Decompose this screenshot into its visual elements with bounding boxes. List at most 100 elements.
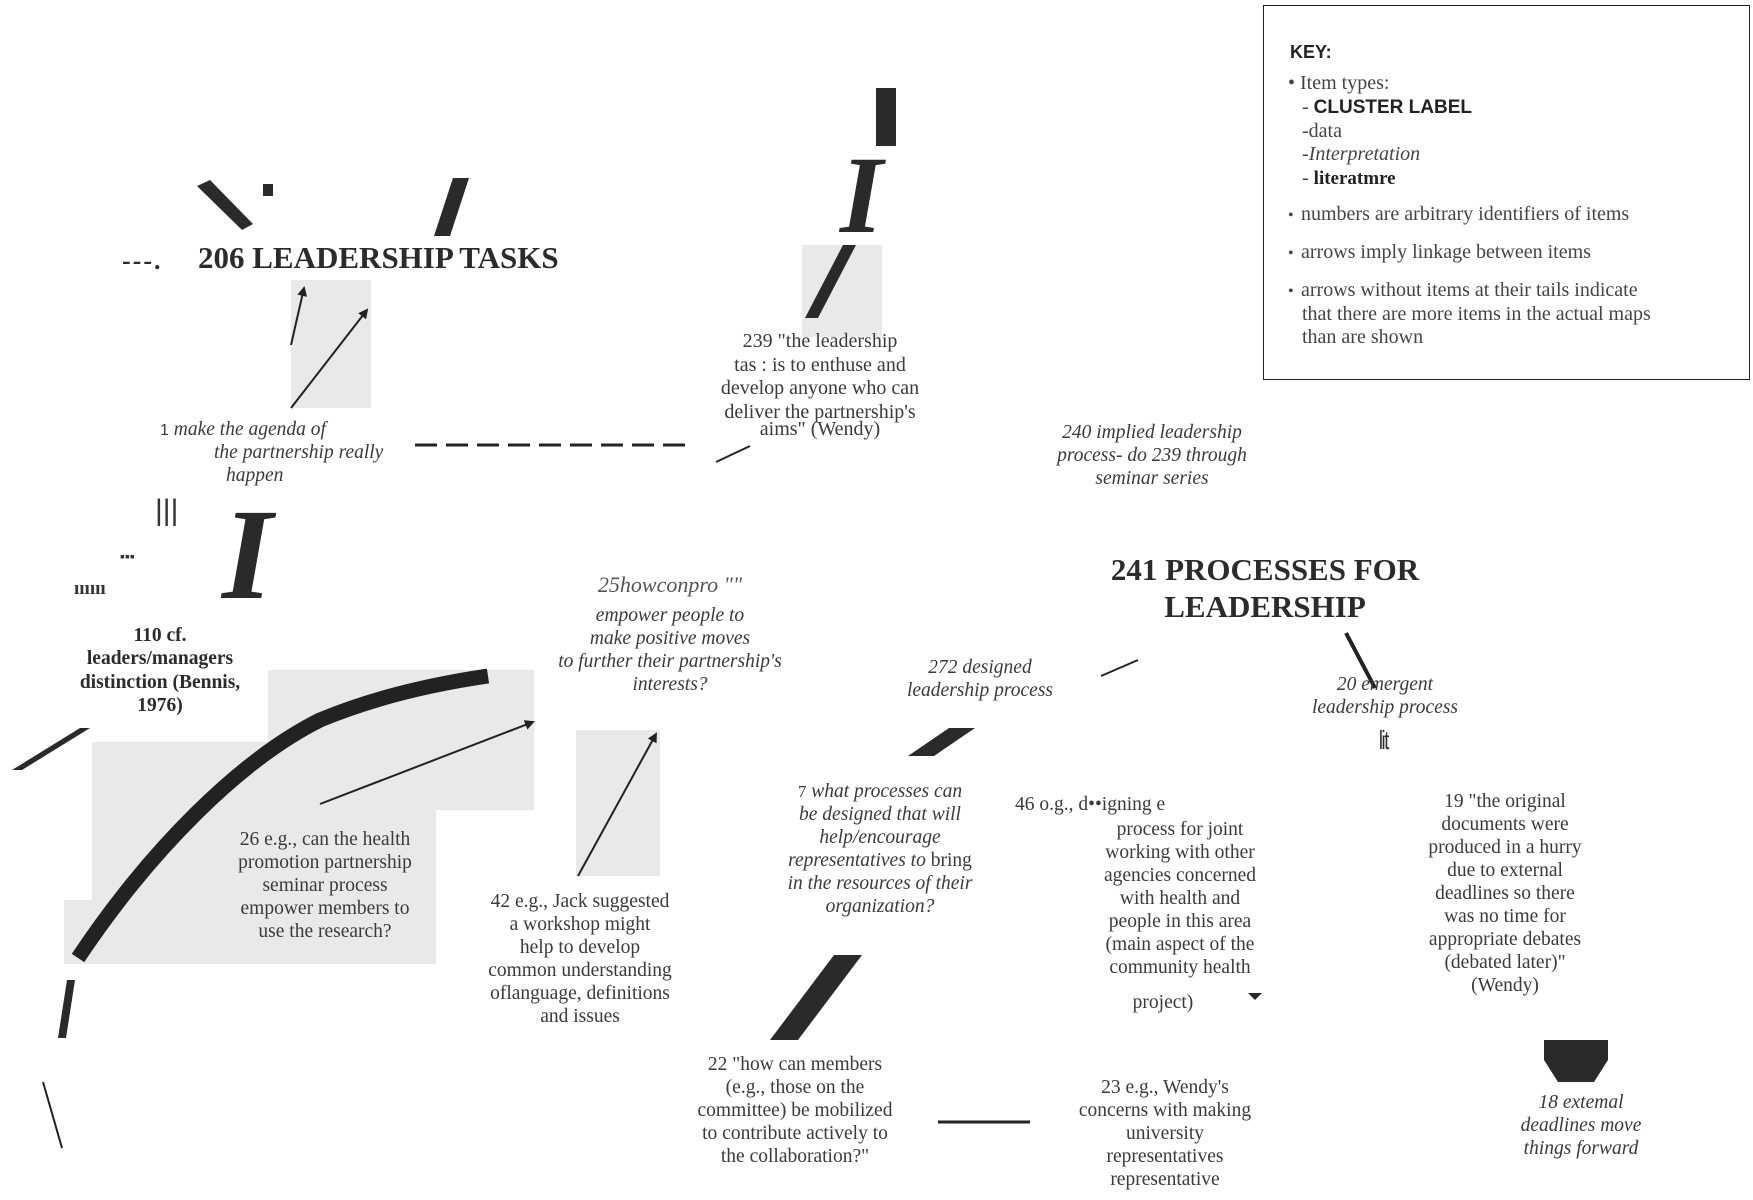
key-note-tails-3: than are shown — [1302, 326, 1424, 348]
stroke-mark — [197, 180, 253, 230]
stroke-mark — [434, 178, 469, 236]
item-18-line: deadlines move — [1520, 1115, 1642, 1136]
item-25-line: empower people to — [595, 604, 745, 626]
scan-marks: ····· — [940, 1116, 964, 1131]
item-46-line: process for joint — [1116, 819, 1244, 840]
key-legend: KEY: • Item types: - CLUSTER LABEL -data… — [1263, 5, 1750, 380]
item-42-line: oflanguage, definitions — [490, 983, 670, 1004]
item-26-line: empower members to — [240, 898, 410, 919]
item-22-line: 22 "how can members — [707, 1054, 883, 1075]
item-19-line: produced in a hurry — [1428, 837, 1582, 858]
cluster-206-prefix: ---. — [122, 246, 163, 275]
item-19-line: (debated later)" — [1444, 952, 1566, 973]
item-22-line: the collaboration?" — [720, 1146, 870, 1167]
item-110-line: 110 cf. — [133, 625, 187, 646]
marker-46 — [1248, 993, 1262, 1000]
item-7-line: organization? — [825, 896, 935, 917]
key-type-cluster-label: CLUSTER LABEL — [1313, 97, 1472, 118]
item-7-line: be designed that will — [799, 804, 961, 825]
item-19-line: was no time for — [1444, 906, 1566, 927]
item-110-line: leaders/managers — [86, 648, 234, 670]
blob-18 — [1544, 1040, 1608, 1082]
item-110: 110 cf. leaders/managers distinction (Be… — [60, 624, 260, 718]
item-22: 22 "how can members (e.g., those on the … — [660, 1053, 930, 1168]
scan-marks: ▪▪▪ — [120, 550, 135, 565]
item-22-line: committee) be mobilized — [697, 1100, 893, 1121]
heavy-stroke-mark: I — [222, 483, 273, 627]
bar-mark — [876, 88, 896, 146]
item-22-line: to contribute actively to — [702, 1123, 888, 1144]
link-272-241 — [1100, 659, 1139, 677]
item-42: 42 e.g., Jack suggested a workshop might… — [455, 890, 705, 1028]
item-272-line: leadership process — [906, 680, 1054, 701]
item-240-line: 240 implied leadership — [1062, 422, 1242, 443]
heavy-stroke-mark: I — [840, 134, 883, 256]
item-240-line: process- do 239 through — [1057, 445, 1247, 466]
item-1-number: 1 — [160, 422, 169, 439]
item-42-line: help to develop — [519, 937, 641, 958]
key-note-arrows-text: arrows imply linkage between items — [1301, 241, 1591, 263]
item-1-line3: happen — [226, 465, 284, 486]
stroke-mark — [263, 184, 273, 196]
item-18-line: things forward — [1523, 1138, 1639, 1159]
key-item-types: • Item types: — [1288, 72, 1390, 94]
item-46-line: project) — [1132, 992, 1194, 1013]
tick-239 — [715, 445, 751, 463]
item-46: process for joint working with other age… — [1070, 818, 1290, 1014]
item-7-line: in the resources of their — [787, 873, 973, 894]
arrow-42-25 — [577, 732, 657, 877]
key-type-cluster: - CLUSTER LABEL — [1302, 96, 1472, 118]
item-26-line: use the research? — [258, 921, 392, 942]
item-20-line: leadership process — [1311, 697, 1459, 718]
item-19-line: due to external — [1447, 860, 1563, 881]
item-46-line: (main aspect of the — [1105, 934, 1255, 955]
heavy-link-22-7 — [770, 955, 862, 1040]
key-note-arrows: • arrows imply linkage between items — [1288, 241, 1591, 263]
item-25-line: interests? — [632, 673, 708, 695]
key-type-literature-label: literatmre — [1313, 168, 1396, 189]
item-26-line: seminar process — [262, 875, 388, 896]
item-19: 19 "the original documents were produced… — [1380, 790, 1630, 997]
item-240-line: seminar series — [1095, 468, 1209, 489]
item-7-line: help/encourage — [819, 827, 941, 848]
key-type-literature: - literatmre — [1302, 167, 1396, 189]
item-26: 26 e.g., can the health promotion partne… — [200, 828, 450, 943]
item-272: 272 designed leadership process — [870, 656, 1090, 702]
item-23-line: 23 e.g., Wendy's — [1101, 1077, 1229, 1098]
cluster-241-line1: 241 PROCESSES FOR — [1110, 552, 1420, 587]
link-20-241 — [1344, 632, 1377, 689]
item-42-line: and issues — [540, 1006, 620, 1027]
item-26-line: promotion partnership — [238, 852, 412, 873]
heavy-link-7-272 — [908, 728, 975, 756]
item-7-line4: representatives to bring — [788, 850, 972, 871]
item-19-line: documents were — [1441, 814, 1569, 835]
item-7-number: 7 — [797, 782, 807, 801]
stroke-mark — [42, 1081, 63, 1149]
heavy-arrow-239 — [805, 245, 856, 318]
cluster-206-label: 206 LEADERSHIP TASKS — [198, 240, 559, 275]
item-23-line: university — [1126, 1123, 1204, 1144]
key-note-tails: • arrows without items at their tails in… — [1288, 279, 1638, 301]
item-7: 7 what processes can be designed that wi… — [755, 780, 1005, 918]
scan-marks: ||| — [155, 494, 179, 527]
item-25-line: make positive moves — [589, 627, 751, 649]
scan-patch — [291, 280, 371, 408]
item-239-line: 239 "the leadership — [742, 330, 898, 352]
item-18-line: 18 extemal — [1538, 1092, 1624, 1113]
item-42-line: a workshop might — [509, 914, 651, 935]
item-25-line: to further their partnership's — [558, 650, 782, 672]
key-type-interpretation: -Interpretation — [1302, 143, 1421, 165]
item-239-line: deliver the partnership's — [724, 400, 916, 423]
item-240: 240 implied leadership process- do 239 t… — [1012, 421, 1292, 490]
item-20: 20 emergent leadership process — [1270, 673, 1500, 719]
item-110-line: distinction (Bennis, — [79, 671, 241, 693]
item-1-line1: make the agenda of — [173, 419, 326, 440]
key-note-tails-2: that there are more items in the actual … — [1302, 303, 1651, 325]
item-42-line: common understanding — [488, 960, 672, 981]
item-239: 239 "the leadership tas : is to enthuse … — [690, 330, 950, 442]
item-19-line: 19 "the original — [1444, 791, 1566, 812]
arrow-to-206-a — [290, 286, 308, 346]
item-239-line: develop anyone who can — [720, 377, 920, 400]
item-18: 18 extemal deadlines move things forward — [1476, 1091, 1686, 1160]
